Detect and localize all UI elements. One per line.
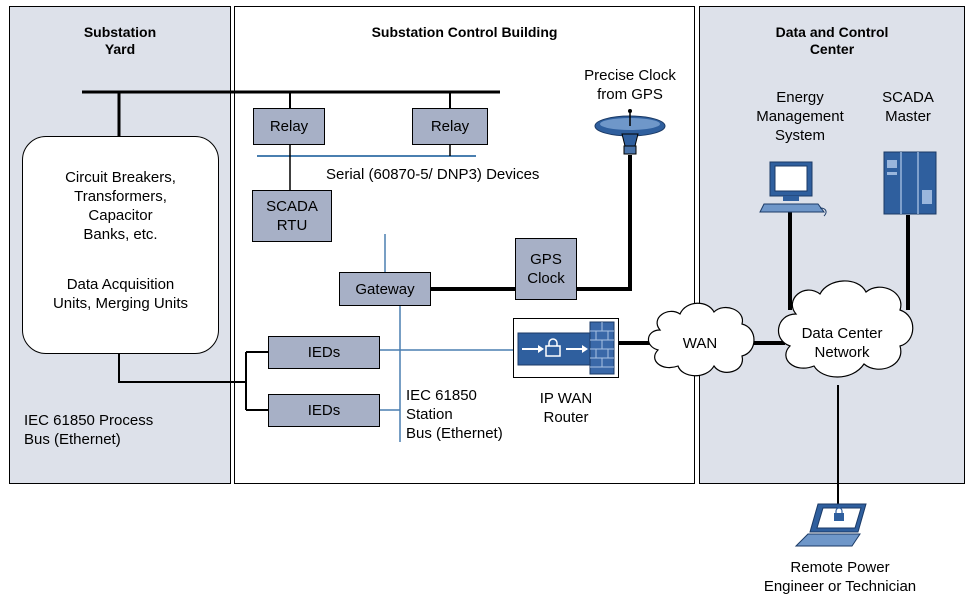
center-title: Data and Control Center <box>775 24 889 57</box>
gps-clock-box: GPS Clock <box>515 238 577 300</box>
scada-rtu-box: SCADA RTU <box>252 190 332 242</box>
wan-label: WAN <box>682 335 718 352</box>
data-center-network-label: Data Center Network <box>801 325 883 361</box>
relay-box-1: Relay <box>253 108 325 145</box>
station-bus-label: IEC 61850 Station Bus (Ethernet) <box>406 387 503 442</box>
gps-antenna-label: Precise Clock from GPS <box>584 67 676 103</box>
gateway-box: Gateway <box>339 272 431 306</box>
yard-title: Substation Yard <box>83 24 157 57</box>
remote-engineer-label: Remote Power Engineer or Technician <box>763 559 917 595</box>
router-label: IP WAN Router <box>539 390 593 426</box>
ied-box-1: IEDs <box>268 336 380 369</box>
serial-devices-label: Serial (60870-5/ DNP3) Devices <box>326 166 540 183</box>
relay-box-2: Relay <box>412 108 488 145</box>
yard-acquisition-text: Data Acquisition Units, Merging Units <box>52 276 189 312</box>
yard-equipment-box <box>22 136 219 354</box>
data-control-center-panel <box>699 6 965 484</box>
building-title: Substation Control Building <box>371 24 558 40</box>
scada-master-label: SCADA Master <box>882 89 934 125</box>
yard-equipment-text: Circuit Breakers, Transformers, Capacito… <box>65 169 176 243</box>
firewall-wall-icon <box>589 321 615 375</box>
process-bus-label: IEC 61850 Process Bus (Ethernet) <box>24 412 154 448</box>
ied-box-2: IEDs <box>268 394 380 427</box>
ems-label: Energy Management System <box>756 89 844 144</box>
